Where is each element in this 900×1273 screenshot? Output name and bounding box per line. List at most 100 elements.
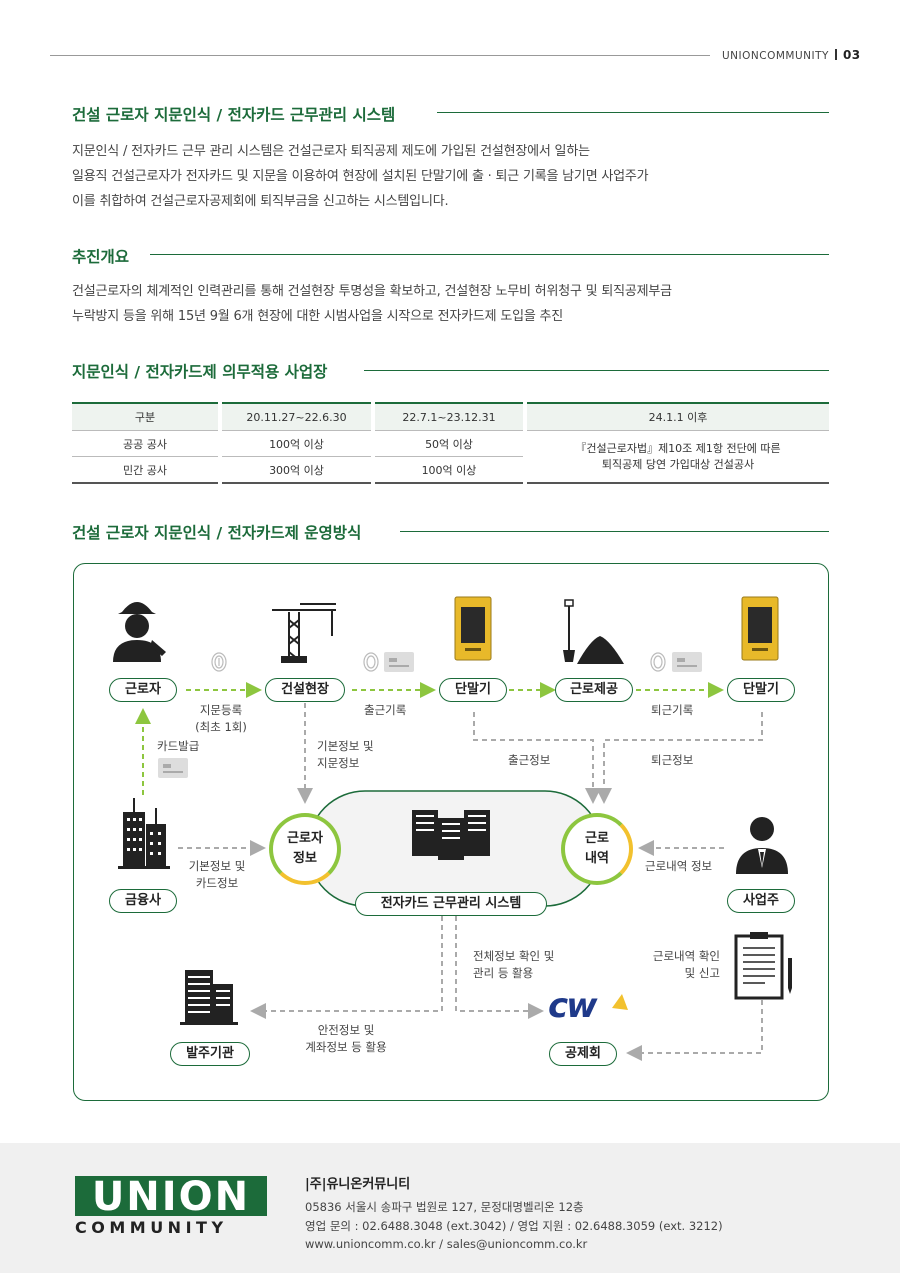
section-title-system: 건설 근로자 지문인식 / 전자카드 근무관리 시스템 (72, 106, 396, 124)
crane-icon (272, 603, 336, 663)
card-icon (384, 652, 414, 672)
section-rule (400, 531, 829, 532)
fingerprint-icon (650, 652, 666, 672)
cw-logo: cw (548, 986, 598, 1026)
node-site: 건설현장 (265, 678, 345, 702)
label-checkout-info: 퇴근정보 (651, 753, 694, 767)
table-cell: 50억 이상 (371, 430, 525, 457)
node-labor: 근로제공 (555, 678, 633, 702)
flow-arrow (473, 712, 601, 804)
section-rule (364, 370, 829, 371)
table-header: 20.11.27~22.6.30 (218, 402, 373, 431)
card-icon (158, 758, 188, 778)
table-header-row: 구분 20.11.27~22.6.30 22.7.1~23.12.31 24.1… (72, 402, 829, 431)
header-rule (50, 55, 710, 56)
system-description: 지문인식 / 전자카드 근무 관리 시스템은 건설근로자 퇴직공제 제도에 가입… (72, 139, 649, 214)
table-cell: 300억 이상 (218, 456, 373, 484)
company-contact: 영업 문의 : 02.6488.3048 (ext.3042) / 영업 지원 … (305, 1219, 723, 1233)
label-text: 관리 등 활용 (473, 966, 534, 980)
label-text: 기본정보 및 (188, 859, 246, 873)
label-checkin-info: 출근정보 (508, 753, 551, 767)
overview-description: 건설근로자의 체계적인 인력관리를 통해 건설현장 투명성을 확보하고, 건설현… (72, 279, 672, 329)
label-card-issue: 카드발급 (157, 739, 200, 753)
section-rule (150, 254, 829, 255)
clipboard-icon (734, 932, 792, 1000)
label-text: 계좌정보 등 활용 (305, 1040, 387, 1054)
circle-text: 근로 (585, 831, 609, 846)
mandatory-schedule-table: 구분 20.11.27~22.6.30 22.7.1~23.12.31 24.1… (72, 402, 829, 484)
cw-logo-mark (612, 994, 628, 1010)
node-terminal: 단말기 (727, 678, 795, 702)
text-line: 지문인식 / 전자카드 근무 관리 시스템은 건설근로자 퇴직공제 제도에 가입… (72, 144, 590, 159)
diagram-graphics (113, 596, 792, 1061)
label-text: 기본정보 및 (317, 739, 374, 753)
company-web: www.unioncomm.co.kr / sales@unioncomm.co… (305, 1237, 588, 1251)
union-logo-text: UNION (92, 1176, 250, 1216)
table-cell: 민간 공사 (72, 456, 220, 484)
label-basic-card-info: 기본정보 및 카드정보 (180, 858, 254, 892)
terminal-icon (454, 596, 492, 661)
label-text: (최초 1회) (195, 720, 247, 734)
text-line: 이를 취합하여 건설근로자공제회에 퇴직부금을 신고하는 시스템입니다. (72, 194, 449, 209)
node-orderer: 발주기관 (170, 1042, 250, 1066)
flow-arrow (455, 916, 544, 1019)
fingerprint-icon (363, 652, 379, 672)
building-icon (118, 798, 170, 869)
page-number: 03 (842, 48, 861, 62)
businessman-icon (736, 817, 788, 874)
section-rule (437, 112, 829, 113)
circle-text: 내역 (585, 851, 609, 866)
node-worker: 근로자 (109, 678, 177, 702)
company-name: |주|유니온커뮤니티 (305, 1177, 411, 1192)
label-text: 카드정보 (195, 876, 239, 890)
label-full-info: 전체정보 확인 및 관리 등 활용 (473, 948, 554, 982)
node-terminal: 단말기 (439, 678, 507, 702)
label-text: 지문정보 (317, 756, 360, 770)
node-employer: 사업주 (727, 889, 795, 913)
flow-arrow (596, 712, 763, 804)
label-fingerprint-registration: 지문등록 (최초 1회) (190, 702, 252, 736)
label-text: 및 신고 (684, 966, 720, 980)
table-header: 24.1.1 이후 (523, 402, 829, 431)
section-title-overview: 추진개요 (72, 248, 130, 266)
text-line: 누락방지 등을 위해 15년 9월 6개 현장에 대한 시범사업을 시작으로 전… (72, 309, 564, 324)
label-safety-info: 안전정보 및 계좌정보 등 활용 (294, 1022, 398, 1056)
label-text: 지문등록 (199, 703, 243, 717)
circle-text: 정보 (293, 851, 317, 866)
circle-text: 근로자 (287, 831, 323, 846)
office-building-icon (180, 970, 238, 1025)
label-work-history-info: 근로내역 정보 (645, 859, 713, 873)
terminal-icon (741, 596, 779, 661)
server-icon (412, 810, 490, 860)
merged-line: 퇴직공제 당연 가입대상 건설공사 (601, 457, 755, 471)
section-title-operation: 건설 근로자 지문인식 / 전자카드제 운영방식 (72, 524, 362, 542)
label-report: 근로내역 확인 및 신고 (640, 948, 720, 982)
table-header: 22.7.1~23.12.31 (371, 402, 525, 431)
node-bank: 금융사 (109, 889, 177, 913)
label-text: 근로내역 확인 (652, 949, 720, 963)
card-icon (672, 652, 702, 672)
label-text: 전체정보 확인 및 (473, 949, 555, 963)
shovel-icon (563, 599, 624, 664)
merged-line: 『건설근로자법』제10조 제1항 전단에 따른 (575, 441, 781, 455)
table-header: 구분 (72, 402, 220, 431)
table-row: 공공 공사 100억 이상 50억 이상 『건설근로자법』제10조 제1항 전단… (72, 430, 829, 484)
worker-icon (113, 602, 166, 662)
node-system: 전자카드 근무관리 시스템 (355, 892, 547, 916)
node-cw: 공제회 (549, 1042, 617, 1066)
table-cell: 공공 공사 (72, 430, 220, 457)
label-basic-fingerprint-info: 기본정보 및 지문정보 (317, 738, 374, 772)
company-address: 05836 서울시 송파구 법원로 127, 문정대명벨리온 12층 (305, 1200, 584, 1214)
text-line: 일용직 건설근로자가 전자카드 및 지문을 이용하여 현장에 설치된 단말기에 … (72, 169, 649, 184)
label-text: 안전정보 및 (317, 1023, 375, 1037)
table-cell-merged: 『건설근로자법』제10조 제1항 전단에 따른 퇴직공제 당연 가입대상 건설공… (523, 430, 829, 484)
community-wordmark: COMMUNITY (75, 1218, 228, 1237)
section-title-mandatory: 지문인식 / 전자카드제 의무적용 사업장 (72, 363, 328, 381)
label-checkout-record: 퇴근기록 (651, 703, 694, 717)
operation-diagram (73, 563, 829, 1101)
fingerprint-icon (211, 652, 227, 672)
label-checkin-record: 출근기록 (364, 703, 407, 717)
